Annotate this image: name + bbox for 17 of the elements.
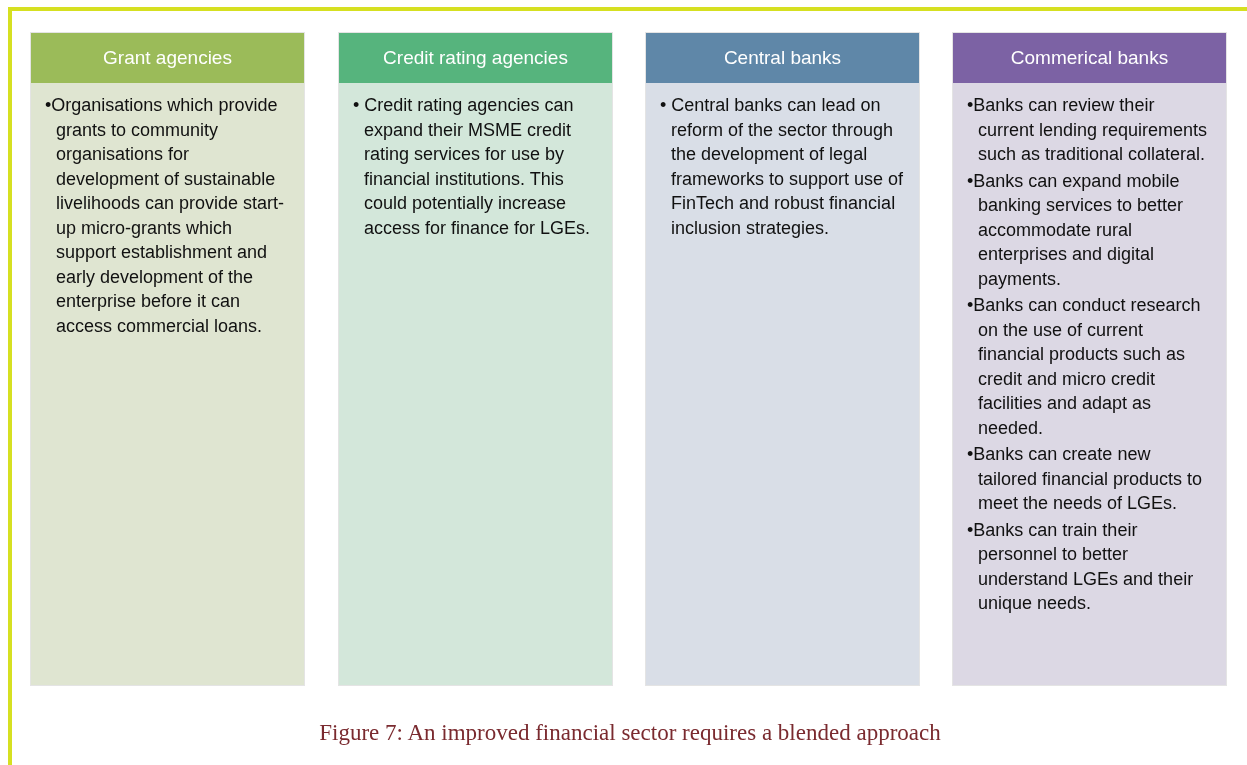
column-header: Grant agencies [31, 33, 304, 83]
column-panel [645, 32, 920, 686]
bullet-text: •Banks can create new tailored financial products to meet the needs of LGEs. [967, 443, 1204, 515]
column-panel [338, 32, 613, 686]
column-panel [30, 32, 305, 686]
column-header: Commerical banks [953, 33, 1226, 83]
bullet-text: • Credit rating agencies can expand their MSME credit rating services for use by financial institutions. This could potentially increase access for finance for LGEs. [353, 94, 592, 240]
bullet-text: • Central banks can lead on reform of the sector through the development of legal frameworks to support use of FinTech and robust financial inclusion strategies. [660, 94, 905, 240]
bullet-text: •Banks can conduct research on the use of current financial products such as credit and micro credit facilities and adapt as needed. [967, 294, 1202, 440]
bullet-text: •Banks can expand mobile banking services to better accommodate rural enterprises and digital payments. [967, 169, 1185, 291]
bullet-text: •Organisations which provide grants to community organisations for development of sustainable livelihoods can provide start-up micro-grants which support establishment and early development of the enterprise before it can access commercial loans. [45, 94, 286, 338]
figure-caption: Figure 7: An improved financial sector requires a blended approach [318, 720, 942, 746]
bullet-text: •Banks can review their current lending requirements such as traditional collateral. [967, 94, 1209, 166]
column-panel [952, 32, 1227, 686]
column-header: Central banks [646, 33, 919, 83]
column-header: Credit rating agencies [339, 33, 612, 83]
bullet-text: •Banks can train their personnel to better understand LGEs and their unique needs. [967, 518, 1195, 615]
